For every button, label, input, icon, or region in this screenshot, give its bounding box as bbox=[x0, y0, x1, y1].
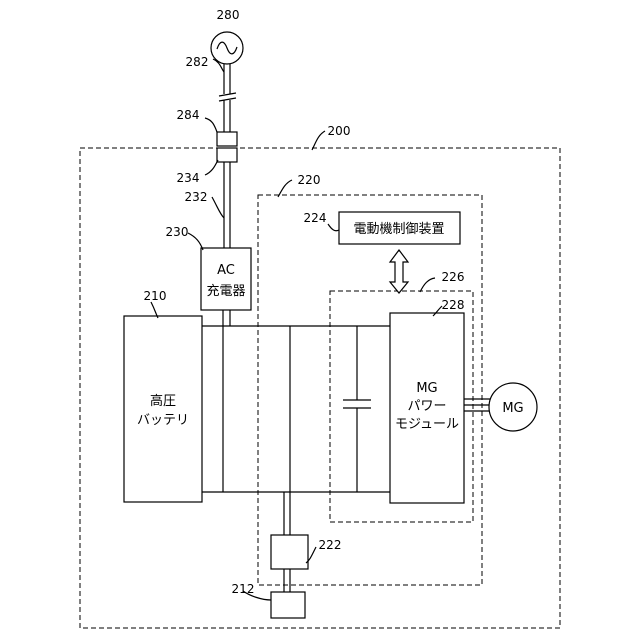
ref-200: 200 bbox=[328, 124, 351, 138]
mg-module-label-3: モジュール bbox=[395, 417, 459, 432]
internal-cable-232 bbox=[224, 162, 230, 248]
ref-284: 284 bbox=[177, 108, 200, 122]
ref-222: 222 bbox=[319, 538, 342, 552]
motor-controller-label: 電動機制御装置 bbox=[353, 222, 444, 237]
ref-282: 282 bbox=[186, 55, 209, 69]
external-cable-282 bbox=[219, 64, 236, 132]
bidirectional-arrow-icon bbox=[390, 250, 408, 293]
mg-module-label-2: パワー bbox=[407, 399, 446, 414]
ac-charger-label-2: 充電器 bbox=[206, 283, 245, 299]
ref-232: 232 bbox=[185, 190, 208, 204]
ref-210: 210 bbox=[144, 289, 167, 303]
ac-charger-label-1: AC bbox=[217, 263, 235, 278]
ref-234: 234 bbox=[177, 171, 200, 185]
ref-220: 220 bbox=[298, 173, 321, 187]
ref-226: 226 bbox=[442, 270, 465, 284]
ref-230: 230 bbox=[166, 225, 189, 239]
ac-source-icon bbox=[211, 32, 243, 64]
three-phase-link bbox=[464, 399, 492, 411]
capacitor-icon bbox=[343, 326, 371, 492]
battery-label-2: バッテリ bbox=[137, 413, 189, 428]
battery-box bbox=[124, 316, 202, 502]
ac-charger-box bbox=[201, 248, 251, 310]
ref-212: 212 bbox=[232, 582, 255, 596]
ref-280: 280 bbox=[217, 8, 240, 22]
battery-label-1: 高圧 bbox=[150, 393, 176, 409]
component-222-box bbox=[271, 535, 308, 569]
component-212-box bbox=[271, 592, 305, 618]
charging-connector bbox=[217, 132, 237, 162]
ref-228: 228 bbox=[442, 298, 465, 312]
motor-label: MG bbox=[502, 401, 523, 416]
ref-224: 224 bbox=[304, 211, 327, 225]
mg-module-label-1: MG bbox=[416, 381, 437, 396]
